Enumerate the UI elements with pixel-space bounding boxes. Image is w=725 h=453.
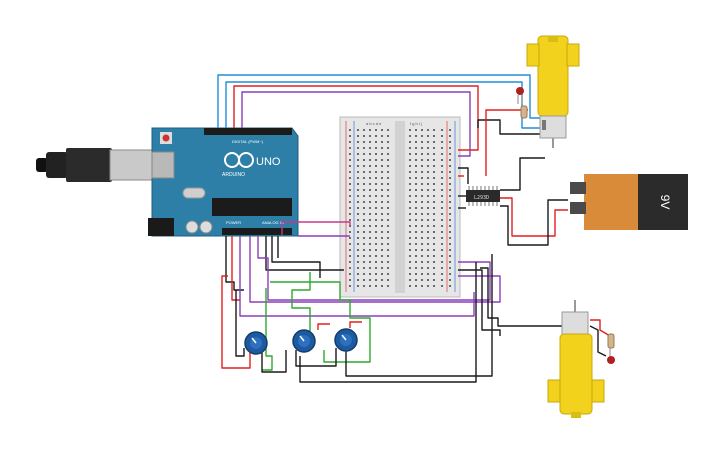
arduino-uno[interactable]: ARDUINO UNO DIGITAL (PWM~) POWER ANALOG … bbox=[148, 127, 299, 237]
wire-black-motor-bottom[interactable] bbox=[480, 267, 568, 327]
usb-cable[interactable] bbox=[36, 148, 157, 182]
ic-label: L293D bbox=[474, 195, 489, 201]
potentiometers[interactable] bbox=[244, 328, 358, 355]
wires[interactable] bbox=[217, 74, 611, 383]
wire-black-ic-1[interactable] bbox=[458, 167, 469, 184]
resistor-top[interactable] bbox=[520, 105, 528, 119]
wire-purple-low-2[interactable] bbox=[249, 236, 501, 303]
ic-pins bbox=[468, 186, 498, 206]
wire-red-pot-1[interactable] bbox=[221, 275, 251, 369]
wire-green-3[interactable] bbox=[262, 288, 273, 371]
wire-red-led-bottom[interactable] bbox=[590, 319, 611, 337]
crystal-oscillator bbox=[182, 187, 206, 199]
arduino-model-text: UNO bbox=[256, 156, 281, 168]
wire-purple-low-1[interactable] bbox=[257, 236, 491, 301]
atmega-chip bbox=[212, 198, 292, 216]
potentiometer-1[interactable] bbox=[244, 331, 268, 355]
reset-button-cap bbox=[162, 134, 170, 142]
led-top[interactable] bbox=[516, 87, 524, 104]
wire-blue-1[interactable] bbox=[217, 74, 540, 128]
wire-black-long-2[interactable] bbox=[345, 254, 493, 377]
led-bottom[interactable] bbox=[607, 348, 615, 364]
wire-black-long-1[interactable] bbox=[299, 262, 477, 383]
wire-black-pot-1[interactable] bbox=[235, 290, 245, 357]
capacitor-1 bbox=[185, 220, 199, 234]
wire-black-led-bottom[interactable] bbox=[589, 325, 607, 357]
breadboard-letters-right: f g h i j bbox=[410, 121, 422, 126]
wire-red-led-top[interactable] bbox=[485, 109, 528, 176]
wire-black-pot-3[interactable] bbox=[295, 348, 337, 367]
potentiometer-2[interactable] bbox=[292, 329, 316, 353]
breadboard-letters-left: a b c d e bbox=[366, 121, 382, 126]
wire-red-pot-2[interactable] bbox=[317, 323, 330, 330]
breadboard[interactable]: a b c d e f g h i j bbox=[339, 116, 461, 298]
usb-jack bbox=[151, 151, 175, 179]
arduino-brand-text: ARDUINO bbox=[222, 172, 245, 178]
wire-red-top[interactable] bbox=[233, 85, 479, 151]
arduino-logo: ARDUINO bbox=[222, 152, 254, 178]
resistor-bottom[interactable] bbox=[607, 333, 615, 349]
wire-black-pot-2[interactable] bbox=[261, 350, 287, 373]
wire-green-1[interactable] bbox=[270, 281, 371, 363]
wire-blue-2[interactable] bbox=[225, 81, 540, 129]
power-jack bbox=[148, 218, 174, 236]
power-analog-header[interactable] bbox=[222, 228, 292, 235]
digital-header-label: DIGITAL (PWM~) bbox=[232, 139, 264, 144]
wire-black-motor-top-2[interactable] bbox=[477, 119, 540, 135]
wire-red-battery[interactable] bbox=[500, 197, 568, 237]
breadboard-center-channel bbox=[395, 121, 405, 293]
digital-pin-header[interactable] bbox=[204, 128, 292, 135]
motor-driver-ic[interactable]: L293D bbox=[466, 186, 500, 206]
wire-black-arduino[interactable] bbox=[225, 236, 244, 291]
wire-magenta[interactable] bbox=[281, 221, 351, 235]
dc-motor-bottom[interactable] bbox=[547, 300, 605, 418]
battery-label: 9V bbox=[658, 195, 672, 210]
wire-black-motor-bottom-2[interactable] bbox=[458, 269, 501, 336]
wire-purple-top[interactable] bbox=[241, 91, 471, 157]
analog-header-label: ANALOG IN bbox=[262, 220, 284, 225]
wire-black-battery[interactable] bbox=[500, 199, 568, 246]
breadboard-holes[interactable] bbox=[349, 129, 451, 287]
potentiometer-3[interactable] bbox=[334, 328, 358, 352]
wire-black-mid-1[interactable] bbox=[265, 236, 344, 271]
wire-green-2[interactable] bbox=[291, 272, 311, 336]
wire-red-arduino[interactable] bbox=[231, 236, 240, 301]
wire-purple-low-3[interactable] bbox=[239, 236, 475, 317]
dc-motor-top[interactable] bbox=[526, 35, 580, 148]
wire-black-mid-2[interactable] bbox=[271, 236, 321, 278]
battery-9v[interactable]: 9V bbox=[570, 174, 688, 230]
capacitor-2 bbox=[199, 220, 213, 234]
wire-black-motor-top[interactable] bbox=[500, 157, 545, 191]
power-header-label: POWER bbox=[226, 220, 241, 225]
wire-red-pot-3[interactable] bbox=[349, 321, 362, 328]
